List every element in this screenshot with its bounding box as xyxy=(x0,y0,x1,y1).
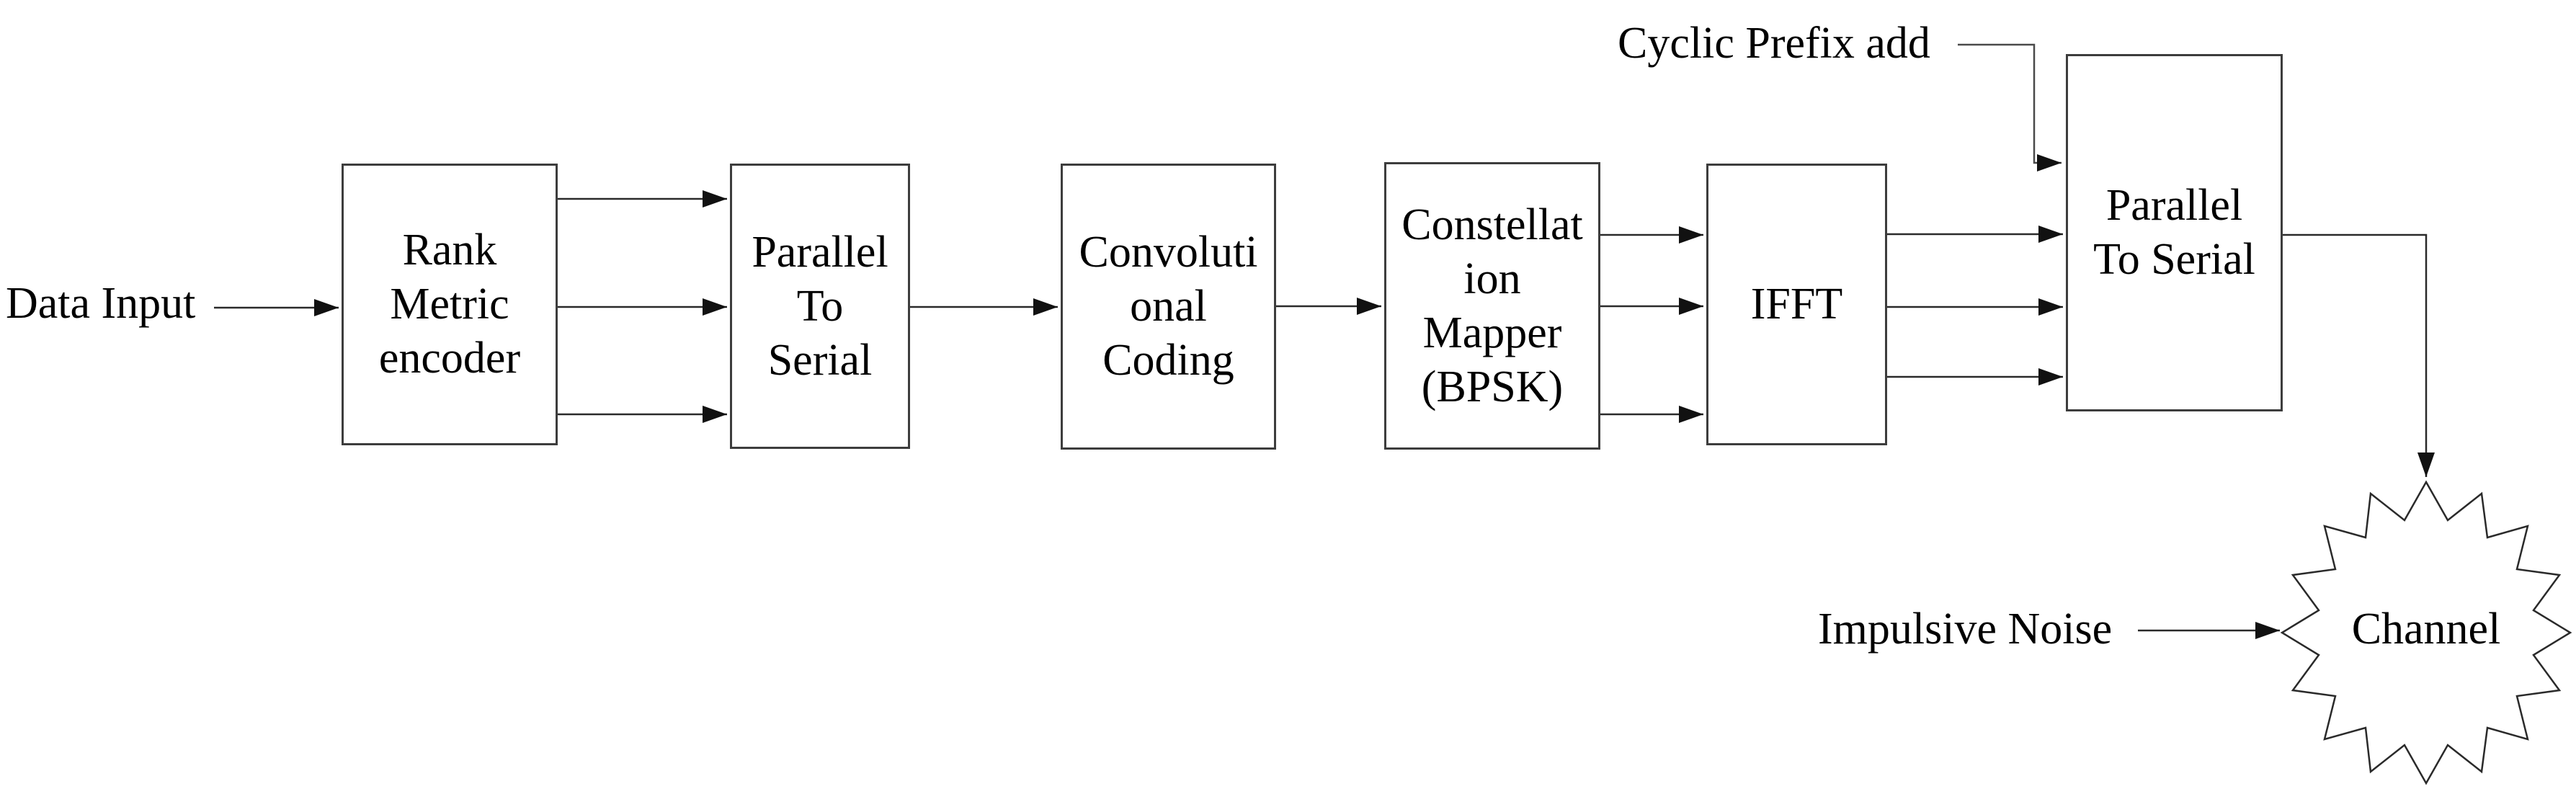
block-constellation-mapper: Constellat ion Mapper (BPSK) xyxy=(1384,162,1600,450)
block-label-line: Convoluti xyxy=(1079,228,1258,277)
block-parallel-to-serial-2: Parallel To Serial xyxy=(2066,54,2283,411)
arrow-ps2-channel xyxy=(2282,233,2435,477)
data-input-label: Data Input xyxy=(6,279,196,328)
block-label-line: Parallel xyxy=(752,227,888,277)
block-rank-metric-encoder: Rank Metric encoder xyxy=(342,164,558,445)
block-label-line: (BPSK) xyxy=(1421,362,1564,411)
block-label-line: Coding xyxy=(1102,336,1234,385)
cyclic-prefix-label: Cyclic Prefix add xyxy=(1618,19,1930,68)
block-label-line: onal xyxy=(1130,282,1207,331)
block-label-line: ion xyxy=(1463,254,1521,303)
block-label-line: encoder xyxy=(378,334,521,383)
channel-label: Channel xyxy=(2351,605,2501,654)
block-label-line: Metric xyxy=(390,280,509,329)
block-parallel-to-serial-1: Parallel To Serial xyxy=(730,164,910,449)
impulsive-noise-label: Impulsive Noise xyxy=(1818,605,2113,654)
block-convolutional-coding: Convoluti onal Coding xyxy=(1061,164,1276,450)
channel-starburst xyxy=(2280,480,2572,785)
block-ifft: IFFT xyxy=(1706,164,1887,445)
block-label-line: Mapper xyxy=(1422,308,1562,357)
block-label-line: To Serial xyxy=(2093,235,2255,284)
block-label-line: To xyxy=(796,281,844,331)
block-label-line: Serial xyxy=(767,335,873,385)
arrow-cyclic-prefix xyxy=(1958,43,2062,171)
block-label-line: IFFT xyxy=(1750,280,1843,329)
block-label-line: Parallel xyxy=(2105,181,2243,230)
block-label-line: Constellat xyxy=(1401,200,1583,249)
block-label-line: Rank xyxy=(402,226,497,275)
